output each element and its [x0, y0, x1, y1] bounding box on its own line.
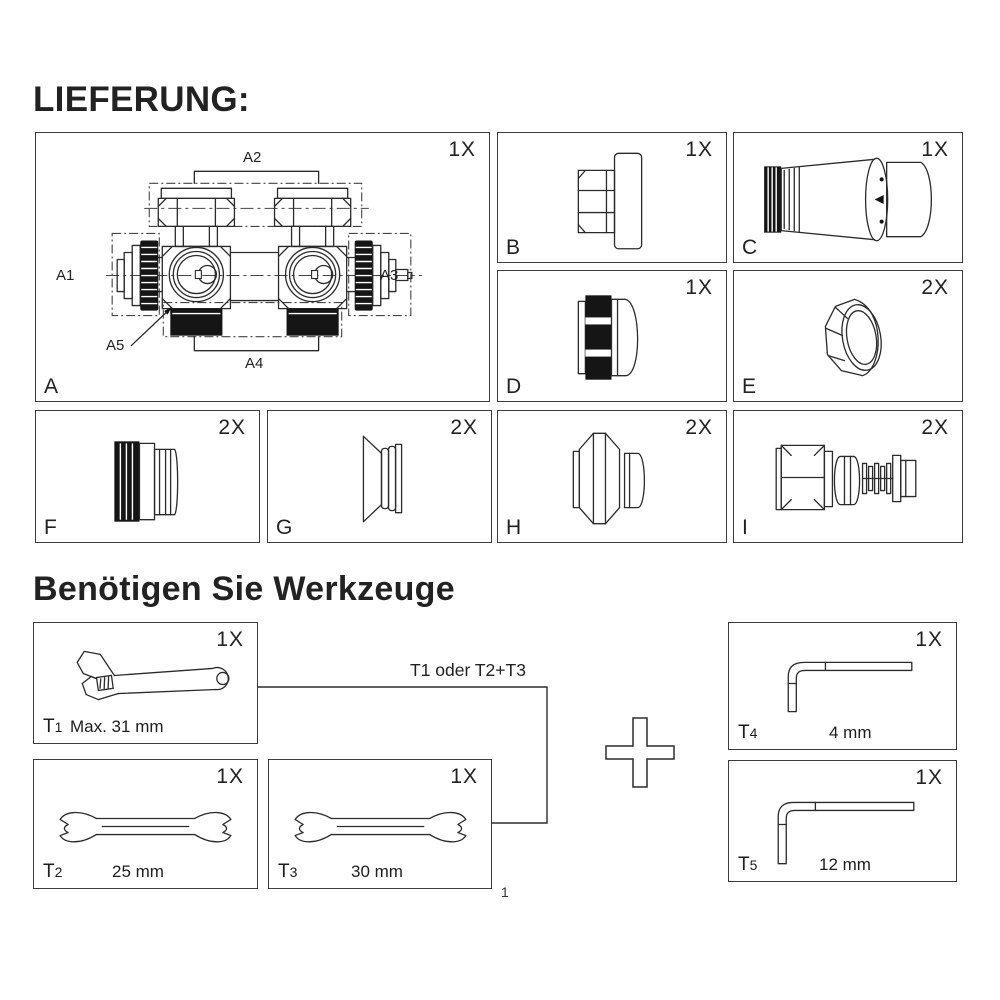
plus-icon: [605, 717, 675, 788]
part-letter-c: C: [742, 236, 758, 259]
quantity-label-t1: 1X: [216, 628, 244, 651]
tool-id-t5: T5: [738, 854, 758, 875]
delivery-title: LIEFERUNG:: [33, 80, 250, 119]
part-box-a: A1 A2 A3 A4 A5 1X A: [35, 132, 490, 402]
quantity-label-t3: 1X: [450, 765, 478, 788]
threaded-adapter-drawing: [114, 441, 179, 522]
callout-a3: A3: [380, 267, 399, 284]
quantity-label-a: 1X: [448, 138, 476, 161]
callout-a1: A1: [56, 267, 75, 284]
part-box-c: 1X C: [733, 132, 963, 263]
callout-a4: A4: [245, 355, 264, 372]
quantity-label-b: 1X: [685, 138, 713, 161]
pipe-connector-drawing: [775, 444, 917, 511]
allen-key-drawing: [777, 801, 915, 865]
tool-spec-t4: 4 mm: [829, 723, 872, 742]
thermostat-head-drawing: [764, 157, 933, 242]
valve-manifold-drawing: [106, 170, 422, 352]
tool-id-t1: T1: [43, 716, 63, 737]
part-box-g: 2X G: [267, 410, 492, 543]
adjustable-wrench-drawing: [76, 650, 230, 701]
part-letter-e: E: [742, 375, 757, 398]
callout-a5: A5: [106, 337, 125, 354]
part-box-b: 1X B: [497, 132, 727, 263]
part-letter-g: G: [276, 516, 293, 539]
tool-id-t2: T2: [43, 861, 63, 882]
callout-a2: A2: [243, 149, 262, 166]
quantity-label-f: 2X: [218, 416, 246, 439]
tool-box-t3: 1X T3 30 mm: [268, 759, 492, 889]
compression-fitting-drawing: [572, 432, 645, 525]
quantity-label-t2: 1X: [216, 765, 244, 788]
hex-plug-drawing: [577, 152, 643, 250]
tool-spec-t3: 30 mm: [351, 862, 403, 881]
reducer-insert-drawing: [362, 435, 403, 523]
tool-box-t5: 1X T5 12 mm: [728, 760, 957, 882]
cap-fitting-drawing: [577, 295, 639, 380]
tool-spec-t1: Max. 31 mm: [70, 717, 164, 736]
tool-box-t2: 1X T2 25 mm: [33, 759, 258, 889]
tools-title: Benötigen Sie Werkzeuge: [33, 570, 455, 608]
union-nut-drawing: [824, 298, 882, 377]
quantity-label-e: 2X: [921, 276, 949, 299]
page-number: 1: [501, 884, 509, 900]
part-letter-a: A: [44, 375, 59, 398]
quantity-label-c: 1X: [921, 138, 949, 161]
part-letter-f: F: [44, 516, 57, 539]
quantity-label-i: 2X: [921, 416, 949, 439]
open-end-wrench-drawing: [59, 811, 232, 843]
quantity-label-d: 1X: [685, 276, 713, 299]
part-letter-i: I: [742, 516, 748, 539]
tool-id-t3: T3: [278, 861, 298, 882]
part-box-d: 1X D: [497, 270, 727, 402]
tool-box-t1: 1X T1 Max. 31 mm: [33, 622, 258, 744]
tool-spec-t5: 12 mm: [819, 855, 871, 874]
part-letter-h: H: [506, 516, 522, 539]
quantity-label-t5: 1X: [915, 766, 943, 789]
part-box-h: 2X H: [497, 410, 727, 543]
tool-spec-t2: 25 mm: [112, 862, 164, 881]
part-box-f: 2X F: [35, 410, 260, 543]
part-letter-d: D: [506, 375, 522, 398]
allen-key-drawing: [787, 661, 913, 713]
quantity-label-g: 2X: [450, 416, 478, 439]
part-box-e: 2X E: [733, 270, 963, 402]
tool-id-t4: T4: [738, 722, 758, 743]
tool-box-t4: 1X T4 4 mm: [728, 622, 957, 750]
part-letter-b: B: [506, 236, 521, 259]
quantity-label-t4: 1X: [915, 628, 943, 651]
quantity-label-h: 2X: [685, 416, 713, 439]
part-box-i: 2X I: [733, 410, 963, 543]
tool-alternative-note: T1 oder T2+T3: [410, 660, 526, 680]
